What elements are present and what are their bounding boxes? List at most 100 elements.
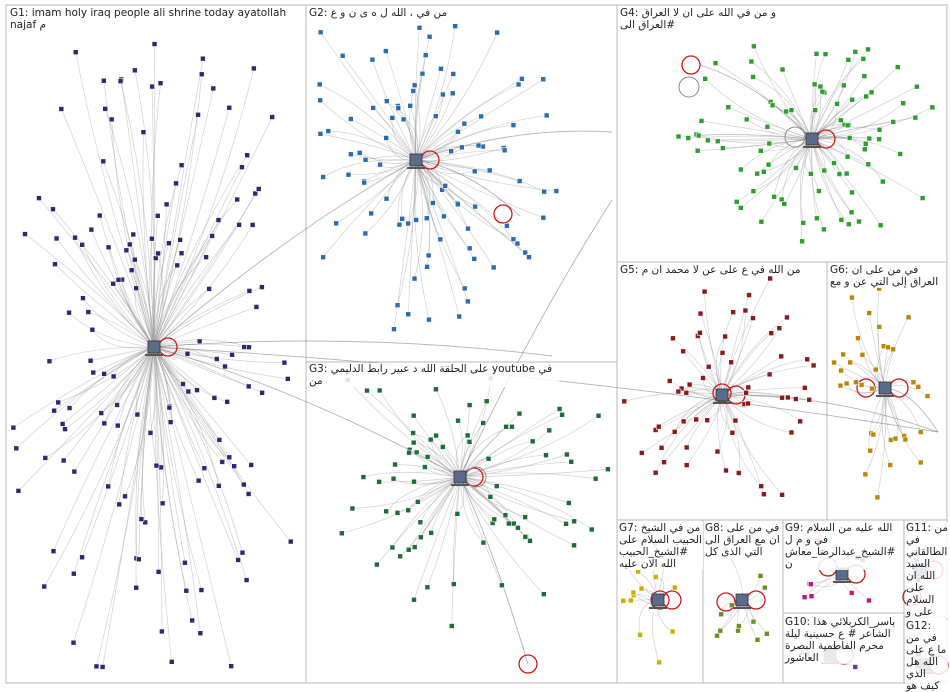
- node-g3: [527, 538, 532, 543]
- node-g1: [67, 406, 72, 411]
- node-g1: [67, 310, 72, 315]
- node-g1: [37, 196, 42, 201]
- node-g2: [479, 114, 484, 119]
- hub-avatar-icon: [454, 471, 466, 483]
- node-g4: [844, 171, 849, 176]
- node-g4: [676, 134, 681, 139]
- node-g1: [80, 242, 85, 247]
- node-g3: [384, 509, 389, 514]
- node-g1: [100, 664, 105, 669]
- node-g1: [102, 421, 107, 426]
- edge: [55, 264, 154, 347]
- node-g4: [845, 154, 850, 159]
- node-g6: [893, 436, 898, 441]
- hub-caption: [713, 402, 731, 404]
- node-g5: [705, 418, 710, 423]
- node-g1: [235, 197, 240, 202]
- node-g8: [758, 573, 763, 578]
- edge: [348, 380, 460, 477]
- node-g4: [715, 139, 720, 144]
- node-g3: [434, 433, 439, 438]
- node-g1: [227, 455, 232, 460]
- node-g2: [362, 180, 367, 185]
- node-g3: [572, 543, 577, 548]
- node-g3: [541, 592, 546, 597]
- node-g3: [523, 534, 528, 539]
- node-g5: [684, 390, 689, 395]
- node-g1: [106, 484, 111, 489]
- node-g4: [856, 219, 861, 224]
- node-g4: [800, 239, 805, 244]
- node-g2: [515, 241, 520, 246]
- node-g3: [451, 582, 456, 587]
- node-g9: [809, 594, 814, 599]
- node-g4: [720, 146, 725, 151]
- node-g5: [793, 397, 798, 402]
- node-g1: [200, 56, 205, 61]
- cross-edge: [722, 395, 938, 432]
- node-g1: [270, 115, 275, 120]
- node-g4: [841, 83, 846, 88]
- edge: [121, 79, 154, 347]
- node-g2: [425, 264, 430, 269]
- node-g4: [832, 161, 837, 166]
- node-g2: [523, 250, 528, 255]
- node-g1: [220, 459, 225, 464]
- node-g4: [901, 101, 906, 106]
- node-g5: [662, 460, 667, 465]
- node-g2: [411, 88, 416, 93]
- node-g1: [195, 388, 200, 393]
- node-g2: [449, 149, 454, 154]
- node-g1: [250, 222, 255, 227]
- node-g4: [751, 74, 756, 79]
- node-g4: [850, 97, 855, 102]
- node-g1: [43, 455, 48, 460]
- node-g3: [488, 494, 493, 499]
- node-g4: [726, 105, 731, 110]
- node-g6: [868, 448, 873, 453]
- node-g6: [860, 352, 865, 357]
- node-g5: [706, 364, 711, 369]
- node-g5: [698, 311, 703, 316]
- node-g2: [348, 117, 353, 122]
- node-g2: [476, 143, 481, 148]
- edge: [65, 347, 154, 429]
- hub-avatar-icon: [148, 341, 160, 353]
- node-g1: [16, 488, 21, 493]
- node-g1: [131, 232, 136, 237]
- node-g1: [207, 286, 212, 291]
- node-g4: [891, 119, 896, 124]
- node-g2: [346, 172, 351, 177]
- group-label-g12: G12: في من ما ع على الله هل الذي كيف هو: [906, 620, 948, 692]
- node-g2: [451, 71, 456, 76]
- node-g6: [832, 360, 837, 365]
- node-g3: [456, 418, 461, 423]
- node-g2: [517, 179, 522, 184]
- node-g2: [370, 57, 375, 62]
- node-g2: [426, 253, 431, 258]
- node-g5: [672, 429, 677, 434]
- node-g3: [433, 387, 438, 392]
- node-g1: [11, 425, 16, 430]
- node-g2: [424, 216, 429, 221]
- node-g2: [414, 217, 419, 222]
- node-g3: [407, 450, 412, 455]
- node-g1: [174, 181, 179, 186]
- node-g1: [149, 236, 154, 241]
- node-g4: [793, 165, 798, 170]
- node-g3: [517, 411, 522, 416]
- node-g3: [504, 424, 509, 429]
- node-g5: [798, 419, 803, 424]
- edge: [320, 100, 416, 160]
- node-g1: [90, 327, 95, 332]
- node-g1: [239, 165, 244, 170]
- node-g1: [101, 78, 106, 83]
- node-g4: [862, 74, 867, 79]
- node-g5: [681, 419, 686, 424]
- edge: [683, 351, 722, 395]
- node-g4: [814, 51, 819, 56]
- node-g5: [731, 310, 736, 315]
- node-g3: [543, 453, 548, 458]
- node-g4: [816, 189, 821, 194]
